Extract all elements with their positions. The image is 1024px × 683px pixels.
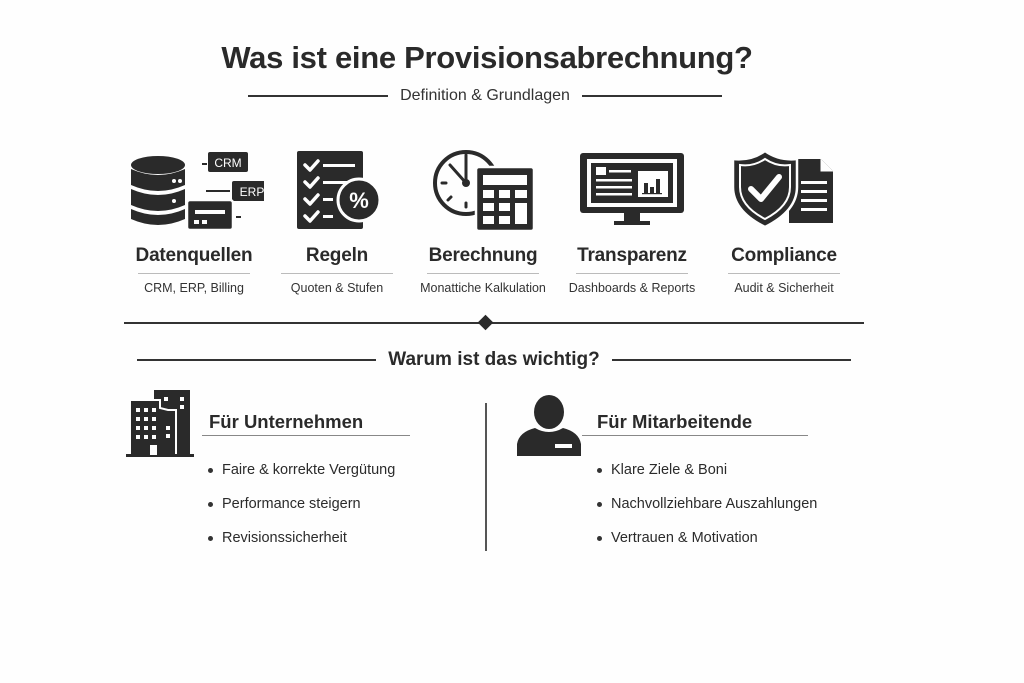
subtitle-line-right	[581, 95, 723, 97]
bullet-icon	[208, 501, 213, 507]
subtitle-line-left	[248, 95, 389, 97]
feature-berechnung: Berechnung Monattiche Kalkulation	[408, 145, 558, 295]
section-divider	[124, 322, 864, 324]
column-rule	[582, 435, 808, 436]
list-item: Klare Ziele & Boni	[597, 453, 817, 487]
list-item: Vertrauen & Motivation	[597, 521, 817, 555]
benefit-list-unternehmen: Faire & korrekte Vergütung Performance s…	[208, 453, 395, 555]
column-separator	[485, 403, 487, 551]
subtitle: Definition & Grundlagen	[400, 87, 570, 104]
why-heading-row: Warum ist das wichtig?	[137, 347, 851, 373]
feature-label: Compliance	[731, 245, 837, 266]
feature-rule	[427, 273, 539, 274]
clock-calculator-icon	[408, 145, 558, 233]
feature-label: Regeln	[305, 245, 369, 266]
employee-icon	[515, 394, 583, 463]
feature-compliance: Compliance Audit & Sicherheit	[709, 145, 859, 295]
column-heading-mitarbeitende: Für Mitarbeitende	[597, 411, 753, 432]
why-line-left	[137, 359, 377, 361]
feature-rule	[728, 273, 840, 274]
feature-rule	[138, 273, 250, 274]
feature-desc: Quoten & Stufen	[290, 281, 384, 295]
monitor-dashboard-icon	[557, 145, 707, 233]
list-item: Nachvollziehbare Auszahlungen	[597, 487, 817, 521]
bullet-icon	[597, 467, 602, 473]
database-sources-icon: CRM ERP	[119, 145, 269, 233]
feature-desc: CRM, ERP, Billing	[144, 281, 244, 295]
subtitle-row: Definition & Grundlagen	[248, 84, 723, 108]
shield-document-icon	[709, 145, 859, 233]
feature-label: Transparenz	[577, 245, 687, 266]
office-building-icon	[124, 388, 196, 465]
page-title: Was ist eine Provisionsabrechnung?	[221, 40, 753, 75]
divider-diamond-icon	[477, 314, 494, 331]
bullet-icon	[597, 535, 602, 541]
list-item: Revisionssicherheit	[208, 521, 395, 555]
svg-text:ERP: ERP	[240, 185, 264, 199]
feature-datenquellen: CRM ERP Datenquellen CRM, ERP, Billing	[119, 145, 269, 295]
feature-regeln: % Regeln Quoten & Stufen	[262, 145, 412, 295]
checklist-percent-icon: %	[262, 145, 412, 233]
feature-label: Datenquellen	[135, 245, 253, 266]
feature-rule	[281, 273, 393, 274]
feature-rule	[576, 273, 688, 274]
feature-label: Berechnung	[428, 245, 538, 266]
svg-text:%: %	[349, 188, 369, 213]
why-line-right	[611, 359, 851, 361]
feature-desc: Audit & Sicherheit	[734, 281, 834, 295]
feature-desc: Dashboards & Reports	[568, 281, 696, 295]
feature-transparenz: Transparenz Dashboards & Reports	[557, 145, 707, 295]
column-heading-unternehmen: Für Unternehmen	[209, 411, 364, 432]
list-item: Faire & korrekte Vergütung	[208, 453, 395, 487]
bullet-icon	[208, 535, 213, 541]
why-heading: Warum ist das wichtig?	[388, 349, 600, 370]
column-rule	[202, 435, 410, 436]
bullet-icon	[208, 467, 213, 473]
bullet-icon	[597, 501, 602, 507]
list-item: Performance steigern	[208, 487, 395, 521]
benefit-list-mitarbeitende: Klare Ziele & Boni Nachvollziehbare Ausz…	[597, 453, 817, 555]
svg-text:CRM: CRM	[214, 156, 241, 170]
feature-desc: Monattiche Kalkulation	[420, 281, 546, 295]
